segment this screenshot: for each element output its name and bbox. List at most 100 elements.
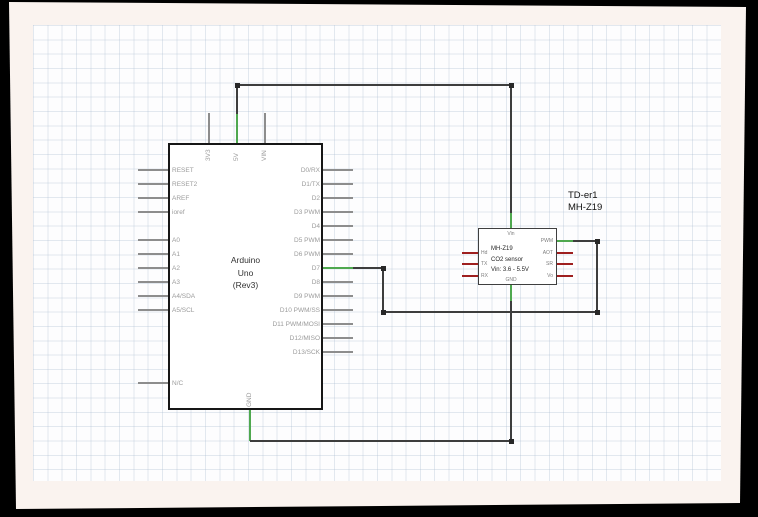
mhz19-description-line: CO2 sensor (491, 256, 524, 263)
arduino-pin-a3[interactable] (138, 281, 168, 283)
bend-point[interactable] (508, 438, 514, 444)
pin-label: D8 (311, 278, 320, 286)
wire-d7-to-pwm[interactable] (596, 241, 598, 313)
arduino-pin-d13/sck[interactable] (323, 351, 353, 353)
arduino-component[interactable] (168, 143, 323, 410)
mhz19-description: MH-Z19 CO2 sensor Vin: 3.6 - 5.5V (491, 244, 555, 276)
pin-label: 5V (233, 153, 240, 161)
arduino-pin-a2[interactable] (138, 267, 168, 269)
arduino-pin-a0[interactable] (138, 239, 168, 241)
sensor-pin-gnd[interactable] (510, 285, 512, 301)
pin-label: D1/TX (301, 180, 320, 188)
pin-label: A1 (172, 250, 180, 258)
sensor-pin-hd[interactable] (462, 251, 478, 254)
pin-label: GND (505, 277, 517, 283)
pin-label: AOT (542, 249, 553, 256)
bend-point[interactable] (380, 309, 386, 315)
pin-label: RESET2 (172, 180, 198, 188)
bend-point[interactable] (234, 82, 240, 88)
arduino-pin-d7[interactable] (323, 267, 353, 269)
arduino-pin-reset2[interactable] (138, 183, 168, 185)
arduino-pin-ioref[interactable] (138, 211, 168, 213)
arduino-pin-a5/scl[interactable] (138, 309, 168, 311)
arduino-pin-d3 pwm[interactable] (323, 211, 353, 213)
pin-label: TX (481, 261, 488, 267)
wire-d7-to-pwm[interactable] (383, 311, 598, 313)
arduino-pin-d12/miso[interactable] (323, 337, 353, 339)
wire-5v-to-vin[interactable] (236, 85, 238, 114)
wire-5v-to-vin[interactable] (237, 84, 512, 86)
bend-point[interactable] (508, 82, 514, 88)
sensor-pin-tx[interactable] (462, 263, 478, 265)
arduino-pin-d0/rx[interactable] (323, 169, 353, 171)
mhz19-part-label[interactable]: TD-er1 MH-Z19 (568, 190, 602, 213)
bend-point[interactable] (594, 309, 600, 315)
pin-label: D0/RX (300, 166, 320, 174)
pin-label: D11 PWM/MOSI (272, 320, 320, 328)
pin-label: A3 (172, 278, 180, 286)
pin-label: A4/SDA (172, 292, 196, 300)
pin-label: RX (481, 272, 488, 279)
sensor-pin-pwm[interactable] (557, 240, 573, 242)
pin-label: N/C (172, 379, 184, 387)
mhz19-designator: TD-er1 (568, 190, 598, 201)
arduino-pin-a1[interactable] (138, 253, 168, 255)
arduino-pin-a4/sda[interactable] (138, 295, 168, 297)
pin-label: Vin (507, 231, 515, 237)
arduino-pin-d5 pwm[interactable] (323, 239, 353, 241)
sensor-pin-sr[interactable] (557, 263, 573, 265)
pin-label: PWM (540, 238, 553, 244)
arduino-title-line: Arduino (230, 255, 261, 265)
pin-label: A2 (172, 264, 180, 272)
arduino-title-line: Uno (237, 267, 254, 278)
arduino-pin-reset[interactable] (138, 169, 168, 171)
pin-label: D12/MISO (289, 334, 320, 342)
sensor-pin-aot[interactable] (557, 251, 573, 254)
arduino-pin-d1/tx[interactable] (323, 183, 353, 185)
arduino-pin-d4[interactable] (323, 225, 353, 227)
arduino-pin-d11 pwm/mosi[interactable] (323, 323, 353, 325)
bend-point[interactable] (594, 238, 600, 244)
arduino-pin-aref[interactable] (138, 197, 168, 199)
bend-point[interactable] (380, 265, 386, 271)
arduino-pin-d6 pwm[interactable] (323, 253, 353, 255)
pin-label: SR (546, 261, 553, 267)
arduino-pin-5v[interactable] (236, 113, 238, 143)
pin-label: Hd (481, 249, 488, 256)
schematic-canvas[interactable] (33, 25, 721, 481)
arduino-pin-3v3[interactable] (208, 113, 210, 143)
mhz19-component[interactable] (478, 228, 557, 285)
arduino-pin-d9 pwm[interactable] (323, 295, 353, 297)
wire-d7-to-pwm[interactable] (382, 268, 384, 313)
pin-label: 3V3 (205, 149, 212, 161)
pin-label: D7 (311, 264, 320, 272)
pin-label: D10 PWM/SS (279, 306, 320, 314)
arduino-pin-d2[interactable] (323, 197, 353, 199)
arduino-pin-d8[interactable] (323, 281, 353, 283)
wire-d7-to-pwm[interactable] (353, 267, 384, 269)
wire-gnd-to-gnd[interactable] (250, 440, 512, 442)
arduino-title: Arduino Uno (Rev3) (168, 254, 323, 292)
pin-label: RESET (172, 166, 194, 174)
pin-label: D9 PWM (294, 292, 320, 300)
sensor-pin-vin[interactable] (510, 212, 512, 228)
arduino-pin-gnd[interactable] (249, 410, 251, 441)
arduino-pin-vin[interactable] (264, 113, 266, 143)
pin-label: Vo (547, 272, 553, 279)
pin-label: D13/SCK (292, 348, 320, 356)
wire-5v-to-vin[interactable] (510, 85, 512, 213)
wire-d7-to-pwm[interactable] (573, 240, 598, 242)
pin-label: ioref (172, 208, 185, 216)
wire-gnd-to-gnd[interactable] (510, 301, 512, 442)
arduino-pin-n/c[interactable] (138, 382, 168, 384)
pin-label: D4 (311, 222, 320, 230)
arduino-pin-d10 pwm/ss[interactable] (323, 309, 353, 311)
arduino-title-line: (Rev3) (232, 280, 259, 290)
pin-label: D5 PWM (294, 236, 320, 244)
mhz19-part-name: MH-Z19 (568, 201, 603, 213)
pin-label: A5/SCL (172, 306, 195, 314)
pin-label: VIN (261, 150, 268, 161)
sensor-pin-rx[interactable] (462, 274, 478, 277)
sensor-pin-vo[interactable] (557, 274, 573, 277)
